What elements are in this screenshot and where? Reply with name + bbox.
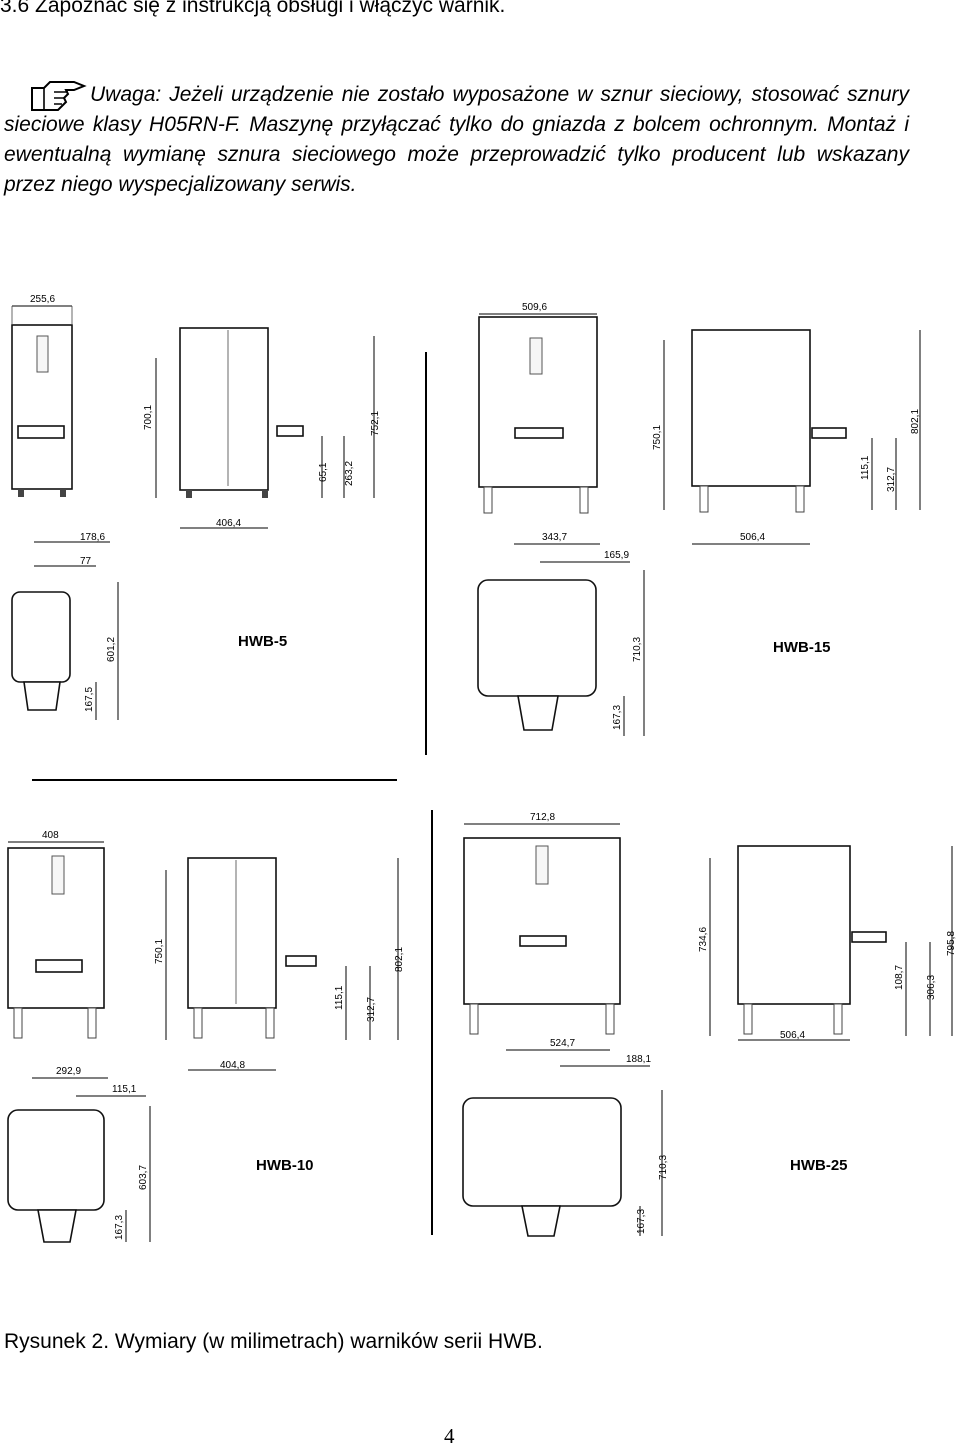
page-number: 4 xyxy=(444,1424,455,1448)
hwb15-height-total: 750,1 xyxy=(652,425,663,450)
hwb5-tap-depth: 167,5 xyxy=(84,687,95,712)
hwb15-model-label: HWB-15 xyxy=(773,639,831,656)
hwb15-top-offset: 165,9 xyxy=(604,550,629,561)
hwb25-front-width: 712,8 xyxy=(530,812,555,823)
hwb15-tap-base: 312,7 xyxy=(886,467,897,492)
figure-caption: Rysunek 2. Wymiary (w milimetrach) warni… xyxy=(4,1330,543,1353)
pointing-hand-icon xyxy=(31,81,87,111)
hwb15-side-width: 506,4 xyxy=(740,532,765,543)
hwb15-tap-height: 115,1 xyxy=(860,455,871,480)
hwb25-top-offset: 188,1 xyxy=(626,1054,651,1065)
hwb5-tap-base: 263,2 xyxy=(344,461,355,486)
warning-note-text: Uwaga: Jeżeli urządzenie nie zostało wyp… xyxy=(4,83,909,196)
hwb25-side-height: 795,8 xyxy=(946,931,957,956)
hwb10-tap-base: 312,7 xyxy=(366,997,377,1022)
hwb5-top-length: 601,2 xyxy=(106,637,117,662)
hwb25-tap-height: 108,7 xyxy=(894,965,905,990)
hwb10-tap-depth: 167,3 xyxy=(114,1215,125,1240)
hwb5-top-offset: 77 xyxy=(80,556,92,567)
hwb25-model-label: HWB-25 xyxy=(790,1157,848,1174)
hwb25-tap-depth: 167,3 xyxy=(636,1209,647,1234)
hwb10-front-width: 408 xyxy=(42,830,59,841)
hwb10-tap-height: 115,1 xyxy=(334,985,345,1010)
hwb15-side-height: 802,1 xyxy=(910,409,921,434)
hwb5-height-total: 700,1 xyxy=(143,405,154,430)
hwb15-top-length: 710,3 xyxy=(632,637,643,662)
hwb15-front-width: 509,6 xyxy=(522,302,547,313)
hwb25-height-total: 734,6 xyxy=(698,927,709,952)
hwb10-top-offset: 115,1 xyxy=(112,1084,137,1095)
hwb5-tap-height: 65,1 xyxy=(318,462,329,482)
drawing-hwb10: 408 750,1 115,1 312,7 802,1 404,8 292,9 … xyxy=(7,830,405,1243)
hwb15-top-depth: 343,7 xyxy=(542,532,567,543)
drawing-hwb15: 509,6 750,1 115,1 312,7 802,1 506,4 343,… xyxy=(477,302,921,736)
hwb25-top-length: 710,3 xyxy=(658,1155,669,1180)
hwb25-tap-base: 306,3 xyxy=(926,975,937,1000)
hwb25-top-depth: 524,7 xyxy=(550,1038,575,1049)
hwb10-side-height: 802,1 xyxy=(394,947,405,972)
hwb10-height-total: 750,1 xyxy=(154,939,165,964)
hwb5-model-label: HWB-5 xyxy=(238,633,287,650)
hwb5-side-width: 406,4 xyxy=(216,518,241,529)
hwb10-top-length: 603,7 xyxy=(138,1165,149,1190)
hwb10-model-label: HWB-10 xyxy=(256,1157,314,1174)
hwb15-tap-depth: 167,3 xyxy=(612,705,623,730)
section-heading: 3.6 Zapoznać się z instrukcją obsługi i … xyxy=(0,0,506,17)
hwb5-front-width: 255,6 xyxy=(30,294,55,305)
drawing-hwb25: 712,8 734,6 108,7 306,3 795,8 506,4 524,… xyxy=(462,812,957,1237)
hwb10-side-width: 404,8 xyxy=(220,1060,245,1071)
hwb25-side-width: 506,4 xyxy=(780,1030,805,1041)
hwb5-side-height: 752,1 xyxy=(370,411,381,436)
drawing-hwb5: 255,6 700,1 65,1 263,2 752,1 406,4 178,6… xyxy=(11,294,381,720)
hwb10-top-depth: 292,9 xyxy=(56,1066,81,1077)
hwb5-top-depth: 178,6 xyxy=(80,532,105,543)
dimension-drawings: 255,6 700,1 65,1 263,2 752,1 406,4 178,6… xyxy=(7,294,957,1243)
warning-note: Uwaga: Jeżeli urządzenie nie zostało wyp… xyxy=(4,80,909,200)
